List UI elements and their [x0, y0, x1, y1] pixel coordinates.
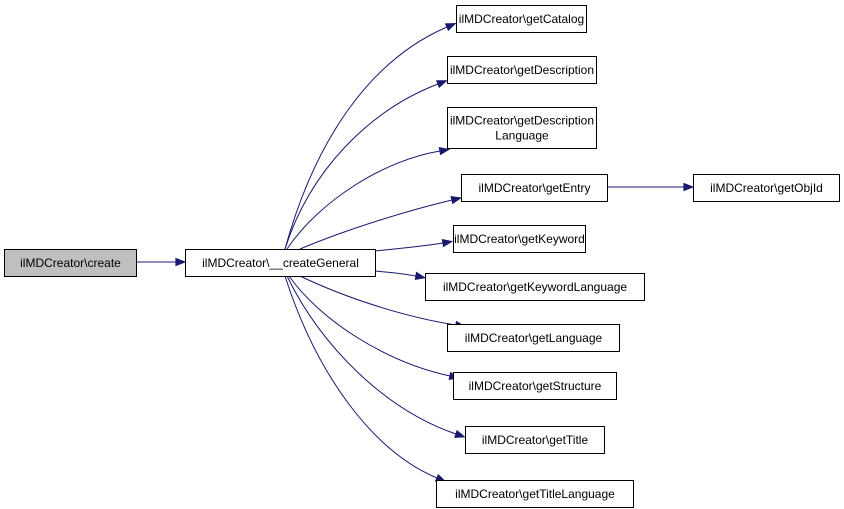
arrowhead-icon — [683, 182, 695, 192]
edge-line — [284, 26, 448, 250]
node-box[interactable] — [465, 426, 605, 454]
edge-createGeneral-to-getEntry — [299, 196, 463, 250]
node-getCatalog[interactable]: ilMDCreator\getCatalog — [456, 5, 587, 33]
arrowhead-icon — [435, 80, 448, 89]
node-getKeywordLanguage[interactable]: ilMDCreator\getKeywordLanguage — [425, 273, 645, 301]
node-createGeneral[interactable]: ilMDCreator\__createGeneral — [185, 249, 376, 277]
node-getStructure[interactable]: ilMDCreator\getStructure — [453, 372, 617, 400]
edge-line — [374, 242, 444, 252]
node-box[interactable] — [447, 324, 620, 352]
node-box[interactable] — [447, 56, 597, 84]
node-box[interactable] — [185, 249, 376, 277]
arrowhead-icon — [450, 196, 463, 205]
node-box[interactable] — [453, 225, 586, 253]
edge-line — [286, 150, 441, 250]
call-nodes: ilMDCreator\create ilMDCreator\__createGe… — [4, 5, 840, 508]
edge-line — [299, 199, 453, 250]
node-getTitleLanguage[interactable]: ilMDCreator\getTitleLanguage — [436, 480, 634, 508]
node-box[interactable] — [453, 372, 617, 400]
edge-createGeneral-to-getCatalog — [284, 22, 457, 250]
node-label: ilMDCreator\getTitleLanguage — [455, 487, 615, 501]
arrowhead-icon — [414, 271, 427, 281]
edge-line — [284, 83, 439, 250]
node-label: ilMDCreator\getTitle — [482, 433, 589, 447]
node-label: ilMDCreator\getKeyword — [454, 232, 585, 246]
node-label: ilMDCreator\getStructure — [469, 379, 602, 393]
node-label: ilMDCreator\getDescription — [450, 63, 594, 77]
arrowhead-icon — [175, 257, 187, 267]
node-box[interactable] — [425, 273, 645, 301]
node-getLanguage[interactable]: ilMDCreator\getLanguage — [447, 324, 620, 352]
edge-getEntry-to-getObjId — [607, 182, 695, 192]
node-getEntry[interactable]: ilMDCreator\getEntry — [461, 174, 608, 202]
node-getTitle[interactable]: ilMDCreator\getTitle — [465, 426, 605, 454]
node-create[interactable]: ilMDCreator\create — [4, 249, 137, 277]
call-edges — [136, 22, 695, 483]
edge-createGeneral-to-getTitle — [286, 275, 466, 438]
node-box[interactable] — [4, 249, 137, 277]
edge-line — [374, 270, 417, 277]
node-label: ilMDCreator\getKeywordLanguage — [443, 280, 627, 294]
edge-line — [299, 275, 457, 326]
arrowhead-icon — [441, 238, 454, 248]
node-box[interactable] — [436, 480, 634, 508]
edge-line — [288, 275, 451, 377]
node-getDescription[interactable]: ilMDCreator\getDescription — [447, 56, 597, 84]
node-getObjId[interactable]: ilMDCreator\getObjId — [693, 174, 840, 202]
edge-createGeneral-to-getKeywordLanguage — [374, 270, 427, 281]
node-getKeyword[interactable]: ilMDCreator\getKeyword — [453, 225, 586, 253]
arrowhead-icon — [444, 22, 457, 32]
node-label: ilMDCreator\getEntry — [478, 181, 590, 195]
node-label: ilMDCreator\getDescription — [450, 114, 594, 128]
edge-create-to-createGeneral — [136, 257, 187, 267]
edge-createGeneral-to-getKeyword — [374, 238, 454, 252]
node-label: ilMDCreator\create — [20, 256, 121, 270]
arrowhead-icon — [438, 146, 451, 156]
node-label: ilMDCreator\getObjId — [710, 181, 823, 195]
edge-createGeneral-to-getDescription — [284, 80, 448, 250]
node-label: ilMDCreator\getCatalog — [459, 12, 584, 26]
node-label: ilMDCreator\getLanguage — [465, 331, 603, 345]
node-box[interactable] — [693, 174, 840, 202]
node-box[interactable] — [461, 174, 608, 202]
edge-line — [286, 275, 457, 435]
edge-line — [284, 275, 438, 479]
node-box[interactable] — [447, 107, 597, 149]
edge-createGeneral-to-getDescriptionLanguage — [286, 146, 451, 250]
arrowhead-icon — [454, 429, 466, 438]
node-label: ilMDCreator\__createGeneral — [202, 256, 359, 270]
node-box[interactable] — [456, 5, 587, 33]
node-label: Language — [495, 129, 549, 143]
